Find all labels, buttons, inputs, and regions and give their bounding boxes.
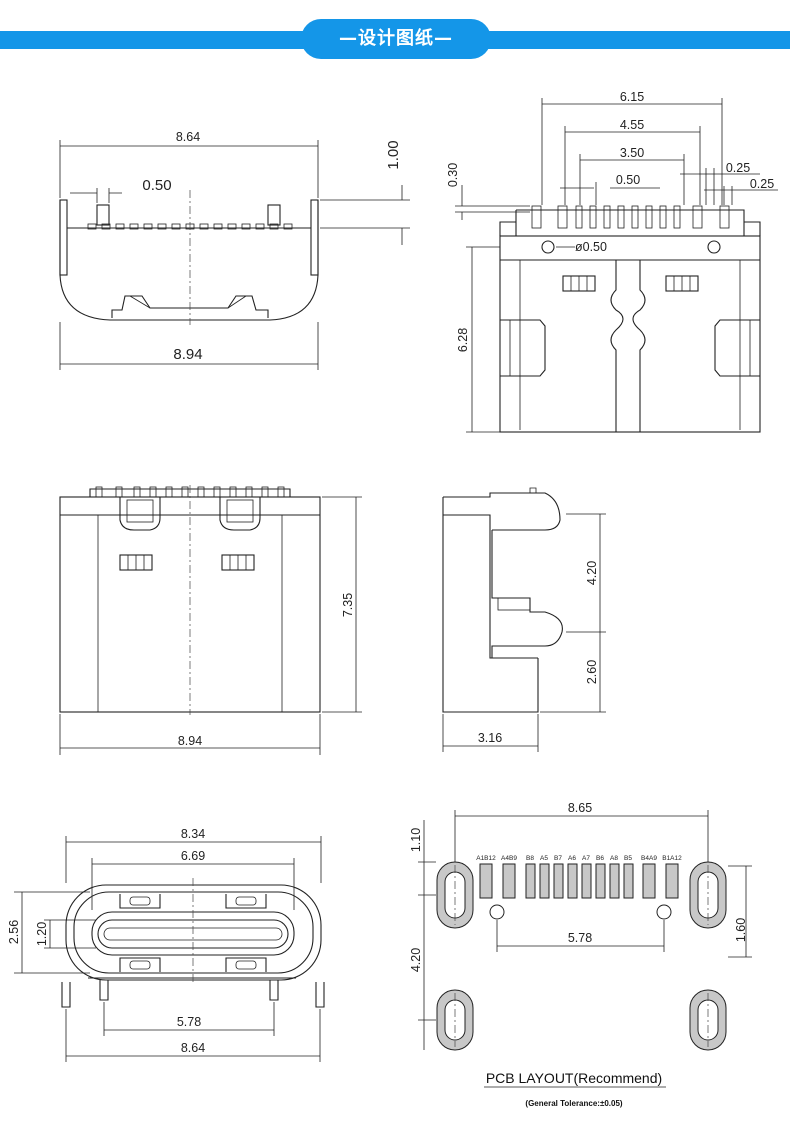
dim-top-455: 4.55: [620, 118, 644, 132]
pin-label: A8: [610, 855, 618, 862]
dim-front-width-bottom: 8.94: [173, 346, 202, 363]
dim-top-628: 6.28: [456, 328, 470, 352]
dim-end-834: 8.34: [181, 827, 205, 841]
top-view: 6.15 4.55 3.50 0.50 0.25 0.25 0.30 ø0.50…: [446, 90, 778, 433]
dim-pcb-160: 1.60: [734, 918, 748, 942]
bottom-view: 7.35 8.94: [59, 485, 362, 755]
dim-front-width-top: 8.64: [176, 130, 200, 144]
front-view: 8.64 0.50 1.00 8.94: [59, 130, 410, 370]
tolerance-note: (General Tolerance:±0.05): [525, 1099, 623, 1108]
pin-label: A4B9: [501, 855, 517, 862]
dim-pcb-865: 8.65: [568, 801, 592, 815]
pin-label: B7: [554, 855, 562, 862]
dim-pcb-578: 5.78: [568, 931, 592, 945]
dim-side-420: 4.20: [585, 561, 599, 585]
pcb-layout: A1B12 A4B9 B8 A5 B7 A6 A7 B6 A8 B5 B4A9 …: [409, 801, 752, 1108]
dim-top-025a: 0.25: [726, 161, 750, 175]
dim-top-025b: 0.25: [750, 177, 774, 191]
pin-label: B6: [596, 855, 604, 862]
pin-label: A1B12: [476, 855, 496, 862]
pin-label: B1A12: [662, 855, 682, 862]
dim-top-hole: ø0.50: [575, 240, 607, 254]
dim-front-height: 1.00: [385, 140, 402, 169]
pin-label: A5: [540, 855, 548, 862]
dim-end-669: 6.69: [181, 849, 205, 863]
dim-side-316: 3.16: [478, 731, 502, 745]
dim-top-050: 0.50: [616, 173, 640, 187]
dim-end-256: 2.56: [7, 920, 21, 944]
dim-end-578: 5.78: [177, 1015, 201, 1029]
pin-label: B8: [526, 855, 534, 862]
dim-bottom-894: 8.94: [178, 734, 202, 748]
pin-label: A6: [568, 855, 576, 862]
end-view: 8.34 6.69 2.56 1.20 5.78 8.64: [7, 827, 325, 1062]
dim-side-260: 2.60: [585, 660, 599, 684]
dim-pcb-110: 1.10: [409, 828, 423, 852]
pin-label: B5: [624, 855, 632, 862]
dim-top-030: 0.30: [446, 163, 460, 187]
dim-end-864: 8.64: [181, 1041, 205, 1055]
dim-end-120: 1.20: [35, 922, 49, 946]
dim-top-615: 6.15: [620, 90, 644, 104]
pin-label: B4A9: [641, 855, 657, 862]
dim-bottom-735: 7.35: [341, 593, 355, 617]
section-header: —设计图纸—: [0, 0, 790, 70]
dim-top-350: 3.50: [620, 146, 644, 160]
pin-label: A7: [582, 855, 590, 862]
side-view: 4.20 2.60 3.16: [442, 487, 606, 752]
dim-front-pitch: 0.50: [142, 177, 171, 194]
pcb-layout-title: PCB LAYOUT(Recommend): [486, 1070, 662, 1086]
header-title: —设计图纸—: [301, 19, 491, 59]
dim-pcb-420: 4.20: [409, 948, 423, 972]
